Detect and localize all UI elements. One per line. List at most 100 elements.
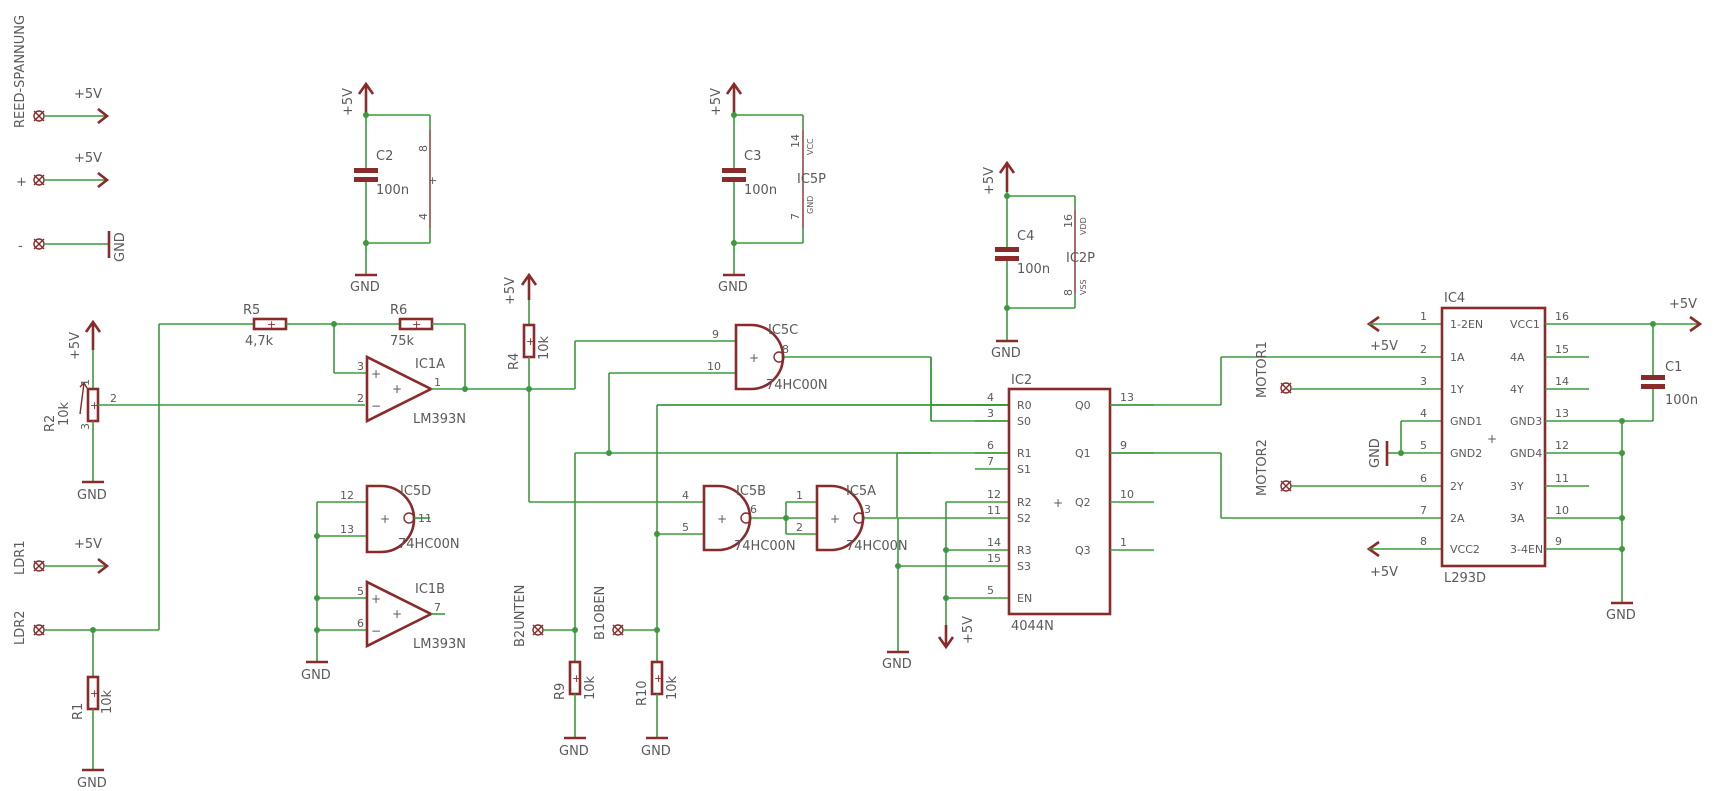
ic2-pin-4-name: R0 <box>1017 399 1032 412</box>
ic2-pin-10-name: Q2 <box>1075 496 1091 509</box>
r10-name: R10 <box>635 680 650 706</box>
c3-value: 100n <box>744 183 777 198</box>
gnd-label: GND <box>301 668 331 683</box>
ic2-pin-6-number: 6 <box>987 439 994 452</box>
motor1-label: MOTOR1 <box>1255 341 1270 398</box>
ic1b-center-plus: + <box>392 607 402 621</box>
ic5b-center-plus: + <box>717 512 727 526</box>
ic5p-name: IC5P <box>797 172 826 187</box>
ic5b-pin-6: 6 <box>750 503 757 516</box>
ic1a-center-plus: + <box>392 382 402 396</box>
ic5a-name: IC5A <box>846 484 876 499</box>
resistor-r4-block: +5V + R4 10k <box>503 272 704 503</box>
ic5a-part: 74HC00N <box>846 539 908 554</box>
ic4-pin-13-name: GND3 <box>1510 415 1542 428</box>
ic4-pin-13-number: 13 <box>1555 407 1569 420</box>
gnd-label: GND <box>113 232 128 262</box>
ic2-pin-9-number: 9 <box>1120 439 1127 452</box>
ic4-pin-16-number: 16 <box>1555 310 1569 323</box>
r2-name: R2 <box>43 415 58 432</box>
r1-value: 10k <box>100 689 115 714</box>
ic5-gnd-pin-num: 7 <box>789 213 802 220</box>
ic1a-plus-symbol: + <box>371 367 381 381</box>
vcc-label: +5V <box>74 151 102 166</box>
ic4-pin-15-number: 15 <box>1555 343 1569 356</box>
r5-plus-mark: + <box>267 318 276 331</box>
ic5a-pin-2: 2 <box>796 521 803 534</box>
gnd-label: GND <box>1606 608 1636 623</box>
ic2-vdd-pin-name: VDD <box>1079 217 1088 235</box>
gnd-label: GND <box>882 657 912 672</box>
ic1a-minus-symbol: − <box>371 399 381 413</box>
ic4-pin-10-number: 10 <box>1555 504 1569 517</box>
ic2-pin-9-name: Q1 <box>1075 447 1091 460</box>
ic2-latch: +5V GND + IC2 4044N 4R03S06R17S112R211S2… <box>657 356 1442 672</box>
ic4-driver: +5V +5V GND + IC4 L293D 11-2EN21A31Y4GND… <box>1366 291 1703 623</box>
r10-value: 10k <box>665 675 680 700</box>
r6-value: 75k <box>390 334 415 349</box>
ic4-pin-12-name: GND4 <box>1510 447 1542 460</box>
r9-name: R9 <box>553 683 568 700</box>
gnd-label: GND <box>718 280 748 295</box>
ic4-pin-1-name: 1-2EN <box>1450 318 1483 331</box>
vcc-label: +5V <box>982 167 997 195</box>
ic4-pin-2-number: 2 <box>1420 343 1427 356</box>
ic2-part: 4044N <box>1011 619 1054 634</box>
ic1a-part: LM393N <box>413 412 466 427</box>
connector-ldr2: LDR2 + GND R1 10k <box>13 610 159 791</box>
ic5d-part: 74HC00N <box>398 537 460 552</box>
ic2-pin-7-name: S1 <box>1017 463 1031 476</box>
motor2-label: MOTOR2 <box>1255 439 1270 496</box>
r5-value: 4,7k <box>245 334 274 349</box>
ic1b-plus-symbol: + <box>371 592 381 606</box>
r4-plus-mark: + <box>526 335 535 348</box>
r6-plus-mark: + <box>412 318 421 331</box>
ic5a-pin-3: 3 <box>864 503 871 516</box>
ic1b-minus-symbol: − <box>371 624 381 638</box>
r10-plus-mark: + <box>654 672 663 685</box>
ic1-gnd-pin: 4 <box>417 213 430 220</box>
vcc-label: +5V <box>503 277 518 305</box>
ic2-center-plus: + <box>1053 496 1063 510</box>
r6-name: R6 <box>390 303 407 318</box>
ic5d-pin-12: 12 <box>340 489 354 502</box>
connector-reed-spannung: REED-SPANNUNG +5V <box>13 15 110 128</box>
ic2-pin-3-name: S0 <box>1017 415 1031 428</box>
ic4-pin-16-name: VCC1 <box>1510 318 1540 331</box>
ic2-pin-13-name: Q0 <box>1075 399 1091 412</box>
gnd-label: GND <box>559 744 589 759</box>
ic4-pin-15-name: 4A <box>1510 351 1525 364</box>
connector-plus: + +5V <box>16 151 110 190</box>
c3-name: C3 <box>744 149 761 164</box>
r2-pin-1: 1 <box>79 379 92 386</box>
ic4-pin-9-number: 9 <box>1555 535 1562 548</box>
comparator-ic1b-block: + − + 5 6 7 IC1B LM393N GND <box>301 579 466 683</box>
ic5b-pin-4: 4 <box>682 489 689 502</box>
gate-ic5c-block: + 9 10 8 IC5C 74HC00N <box>574 323 1009 453</box>
ic5b-pin-5: 5 <box>682 521 689 534</box>
r2-plus-mark: + <box>90 399 99 412</box>
ic2-pin-4-number: 4 <box>987 391 994 404</box>
ic2-vss-pin-num: 8 <box>1062 289 1075 296</box>
ic4-pin-3-name: 1Y <box>1450 383 1464 396</box>
ic2-vss-pin-name: VSS <box>1079 279 1088 295</box>
r1-plus-mark: + <box>90 687 99 700</box>
ic2-pin-3-number: 3 <box>987 407 994 420</box>
ic4-pin-1-number: 1 <box>1420 310 1427 323</box>
r1-name: R1 <box>71 703 86 720</box>
ic2p-name: IC2P <box>1066 251 1095 266</box>
vcc-label: +5V <box>74 537 102 552</box>
r9-plus-mark: + <box>572 672 581 685</box>
ic4-pin-8-name: VCC2 <box>1450 543 1480 556</box>
ic1a-pin-2: 2 <box>357 392 364 405</box>
gnd-label: GND <box>350 280 380 295</box>
gnd-label: GND <box>77 776 107 791</box>
ic4-pin-4-name: GND1 <box>1450 415 1482 428</box>
ic4-pin-6-name: 2Y <box>1450 480 1464 493</box>
ic2-pin-11-number: 11 <box>987 504 1001 517</box>
ic4-pin-5-name: GND2 <box>1450 447 1482 460</box>
ic4-pin-7-name: 2A <box>1450 512 1465 525</box>
ic1-vcc-pin: 8 <box>417 145 430 152</box>
c2-value: 100n <box>376 183 409 198</box>
